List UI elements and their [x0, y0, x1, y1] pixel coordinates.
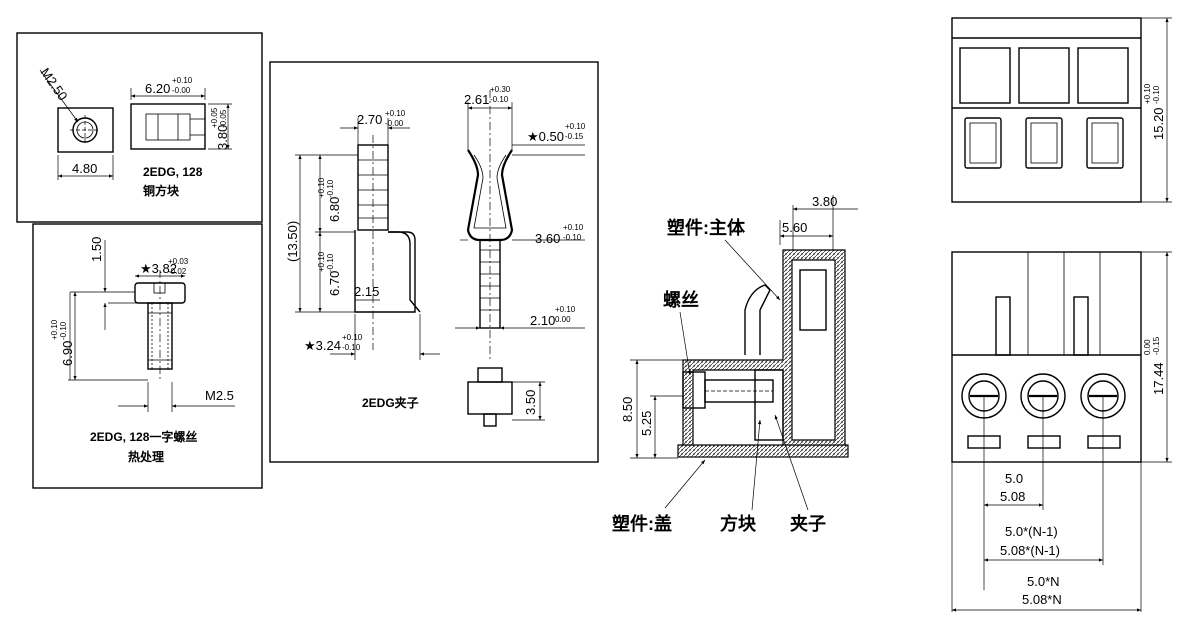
front-view-body	[951, 251, 1142, 463]
block-width: 4.80	[72, 161, 97, 176]
top-view-height: 15.20	[1151, 107, 1166, 140]
block-side-view	[130, 103, 206, 150]
spring-tail	[479, 239, 501, 329]
block-length: 6.20	[145, 81, 170, 96]
front-view-height: 17.44	[1151, 362, 1166, 395]
screw-head-height: 1.50	[89, 237, 104, 262]
svg-text:-0.10: -0.10	[326, 253, 335, 272]
span-b: 5.08*(N-1)	[1000, 543, 1060, 558]
svg-text:-0.10: -0.10	[59, 321, 68, 340]
screw-terminals	[961, 373, 1126, 449]
clip-total-height: (13.50)	[285, 221, 300, 262]
svg-text:-0.00: -0.00	[385, 119, 404, 128]
clip-bottom-width: ★3.24	[304, 338, 341, 353]
screw-caption-2: 热处理	[128, 449, 164, 464]
spring-tab-width: 2.10	[530, 313, 555, 328]
clip-base	[467, 381, 513, 415]
panel-screw: 1.50 ★3.82 +0.03 -0.02 6.90 +0.10 -0.10 …	[32, 223, 263, 489]
svg-text:+0.10: +0.10	[342, 333, 363, 342]
svg-text:+0.10: +0.10	[50, 319, 59, 340]
svg-text:-0.10: -0.10	[490, 95, 509, 104]
panel-copper-block: M2.50 4.80 6.20 +0.10 -0.00 3.80 +0.05 -…	[16, 32, 263, 223]
section-width-inner: 5.60	[782, 220, 807, 235]
svg-text:-0.00: -0.00	[172, 86, 191, 95]
svg-text:-0.10: -0.10	[1152, 85, 1161, 104]
clip-offset: 2.15	[354, 284, 379, 299]
clip-base-height: 3.50	[523, 390, 538, 415]
svg-text:+0.10: +0.10	[317, 251, 326, 272]
svg-text:+0.30: +0.30	[490, 85, 511, 94]
svg-text:+0.05: +0.05	[210, 107, 219, 128]
svg-text:-0.02: -0.02	[168, 267, 187, 276]
label-cover: 塑件:盖	[612, 513, 672, 534]
pitch-b: 5.08	[1000, 489, 1025, 504]
clip-top-width: 2.70	[357, 112, 382, 127]
thread-label: M2.50	[38, 65, 71, 103]
block-square	[57, 107, 114, 153]
screw-thread: M2.5	[205, 388, 234, 403]
screw-head-dia: ★3.82	[140, 261, 177, 276]
svg-text:-0.10: -0.10	[326, 179, 335, 198]
span-a: 5.0*(N-1)	[1005, 524, 1058, 539]
latch	[744, 284, 771, 355]
svg-text:+0.10: +0.10	[1143, 83, 1152, 104]
top-view-slots	[952, 47, 1141, 169]
panel-section: 3.80 5.60 8.50 5.25 塑件:主体 螺丝 塑件:盖 方块 夹子	[612, 194, 858, 534]
clip-lower	[354, 230, 416, 313]
spring-thickness: ★0.50	[527, 129, 564, 144]
panel-clip: 2.70 +0.10 -0.00 (13.50) 6.80 +0.10 -0.1…	[269, 61, 599, 463]
section-clip	[754, 369, 784, 441]
svg-text:+0.10: +0.10	[563, 223, 584, 232]
spring-width: 2.61	[464, 92, 489, 107]
section-height-total: 8.50	[620, 397, 635, 422]
svg-text:-0.10: -0.10	[342, 343, 361, 352]
panel-top-view: 15.20 +0.10 -0.10	[951, 17, 1172, 203]
spring-inner-width: 3.60	[535, 231, 560, 246]
screw-caption-1: 2EDG, 128一字螺丝	[90, 429, 197, 444]
svg-text:-0.15: -0.15	[565, 132, 584, 141]
clip-caption: 2EDG夹子	[362, 395, 419, 410]
svg-text:+0.10: +0.10	[317, 177, 326, 198]
block-height: 3.80	[215, 125, 230, 150]
svg-text:-0.10: -0.10	[563, 233, 582, 242]
block-caption-1: 2EDG, 128	[143, 165, 203, 179]
svg-text:0.00: 0.00	[1143, 339, 1152, 355]
svg-text:0.00: 0.00	[555, 315, 571, 324]
screw-length: 6.90	[60, 341, 75, 366]
clip-lower-height: 6.70	[327, 271, 342, 296]
section-height-inner: 5.25	[639, 411, 654, 436]
svg-text:-0.15: -0.15	[1152, 336, 1161, 355]
svg-text:-0.05: -0.05	[219, 109, 228, 128]
total-b: 5.08*N	[1022, 592, 1062, 607]
panel-frame	[16, 32, 263, 223]
label-clip: 夹子	[790, 513, 826, 534]
section-width-top: 3.80	[812, 194, 837, 209]
block-caption-2: 铜方块	[143, 183, 180, 198]
label-body: 塑件:主体	[667, 217, 746, 238]
cover-section	[677, 444, 849, 458]
label-screw: 螺丝	[663, 289, 699, 310]
total-a: 5.0*N	[1027, 574, 1060, 589]
svg-text:+0.10: +0.10	[172, 76, 193, 85]
panel-front-view: 17.44 0.00 -0.15 5.0 5.08 5.0*(N-1) 5.08…	[951, 251, 1172, 612]
clip-upper	[357, 144, 389, 231]
pitch-a: 5.0	[1005, 471, 1023, 486]
clip-upper-height: 6.80	[327, 197, 342, 222]
svg-text:+0.03: +0.03	[168, 257, 189, 266]
panel-frame	[269, 61, 599, 463]
svg-text:+0.10: +0.10	[565, 122, 586, 131]
panel-frame	[32, 223, 263, 489]
top-view-body	[951, 17, 1142, 203]
svg-text:+0.10: +0.10	[555, 305, 576, 314]
label-block: 方块	[720, 513, 757, 534]
svg-text:+0.10: +0.10	[385, 109, 406, 118]
